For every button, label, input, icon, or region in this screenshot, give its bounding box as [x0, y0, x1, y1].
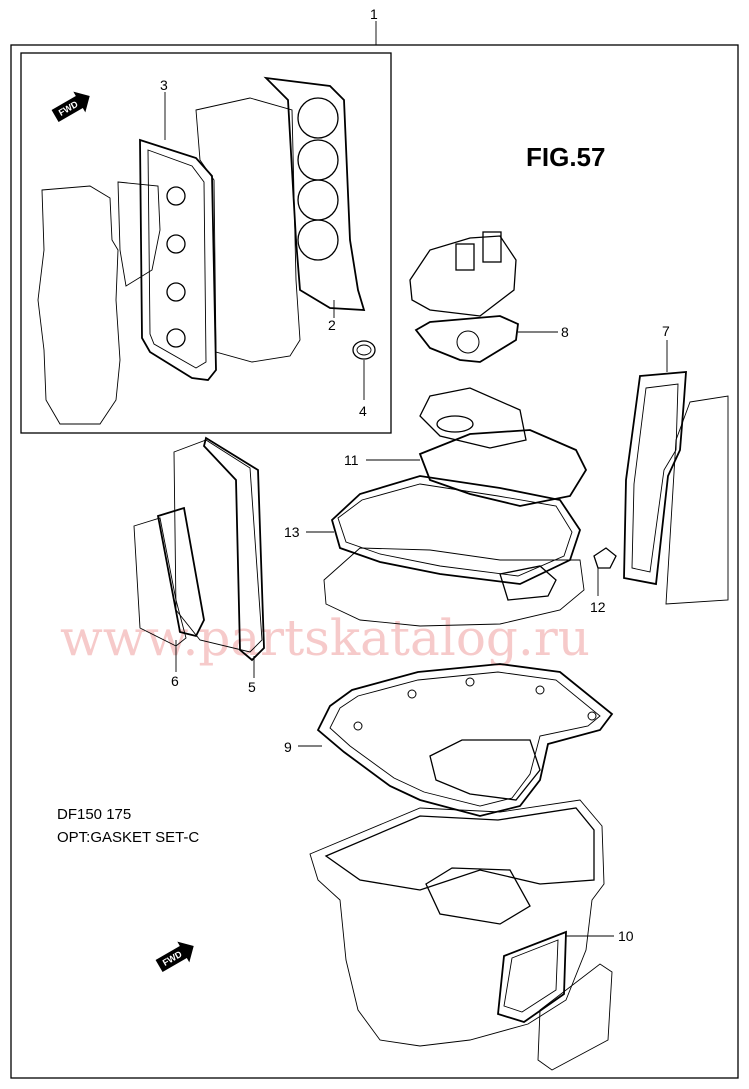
callout-11: 11 — [344, 452, 359, 468]
callout-8: 8 — [561, 324, 569, 340]
callout-2: 2 — [328, 317, 336, 333]
callout-13: 13 — [284, 524, 300, 540]
part-2-bore-4 — [297, 219, 339, 261]
part-3-seal-2 — [166, 234, 186, 254]
callout-4: 4 — [359, 403, 367, 419]
part-3-seal-4 — [166, 328, 186, 348]
inner-frame — [20, 52, 392, 434]
part-2-bore-1 — [297, 97, 339, 139]
part-8-gasket — [414, 315, 519, 363]
callout-7: 7 — [662, 323, 670, 339]
part-10-gasket — [497, 930, 567, 1023]
callout-6: 6 — [171, 673, 179, 689]
part-9-gasket — [316, 663, 614, 817]
lower-housing-top — [324, 807, 595, 891]
callout-3: 3 — [160, 77, 168, 93]
engine-block-left-cover — [117, 181, 161, 287]
option-text: OPT:GASKET SET-C — [57, 829, 199, 846]
engine-block-right-outline — [195, 97, 301, 363]
part-2-bore-2 — [297, 139, 339, 181]
timing-case-body — [323, 547, 585, 627]
engine-block-left-outline — [37, 185, 121, 425]
fwd-arrow-icon-bottom: FWD — [155, 941, 194, 973]
part-6-cover — [133, 517, 187, 647]
part-10-cover — [537, 963, 613, 1071]
part-11-gasket — [418, 429, 588, 507]
callout-1: 1 — [370, 6, 378, 22]
outer-frame — [10, 44, 739, 1079]
part-3-seal-1 — [166, 186, 186, 206]
lower-housing-outline — [309, 799, 605, 1047]
callout-5: 5 — [248, 679, 256, 695]
timing-cover-top — [419, 387, 527, 449]
part-3-valve-cover-gasket — [139, 138, 217, 381]
part-7-cover — [665, 395, 729, 605]
part-7-gasket — [623, 371, 687, 586]
part-3-seal-3 — [166, 282, 186, 302]
part-2-bore-3 — [297, 179, 339, 221]
watermark: www.partskatalog.ru — [60, 609, 590, 667]
part-13-gasket — [330, 475, 581, 585]
part-4-o-ring — [352, 340, 376, 360]
part-5-gasket — [203, 436, 265, 662]
figure-title: FIG.57 — [526, 142, 605, 172]
callout-9: 9 — [284, 739, 292, 755]
fwd-arrow-icon-top: FWD — [51, 91, 90, 123]
part-8-pump-body — [409, 235, 517, 317]
part-6-gasket — [156, 506, 205, 638]
callout-12: 12 — [590, 599, 606, 615]
part-12-seal — [593, 547, 617, 569]
part-2-head-gasket — [263, 76, 366, 311]
part-3-inner — [147, 149, 207, 369]
model-text: DF150 175 — [57, 806, 131, 823]
callout-10: 10 — [618, 928, 634, 944]
